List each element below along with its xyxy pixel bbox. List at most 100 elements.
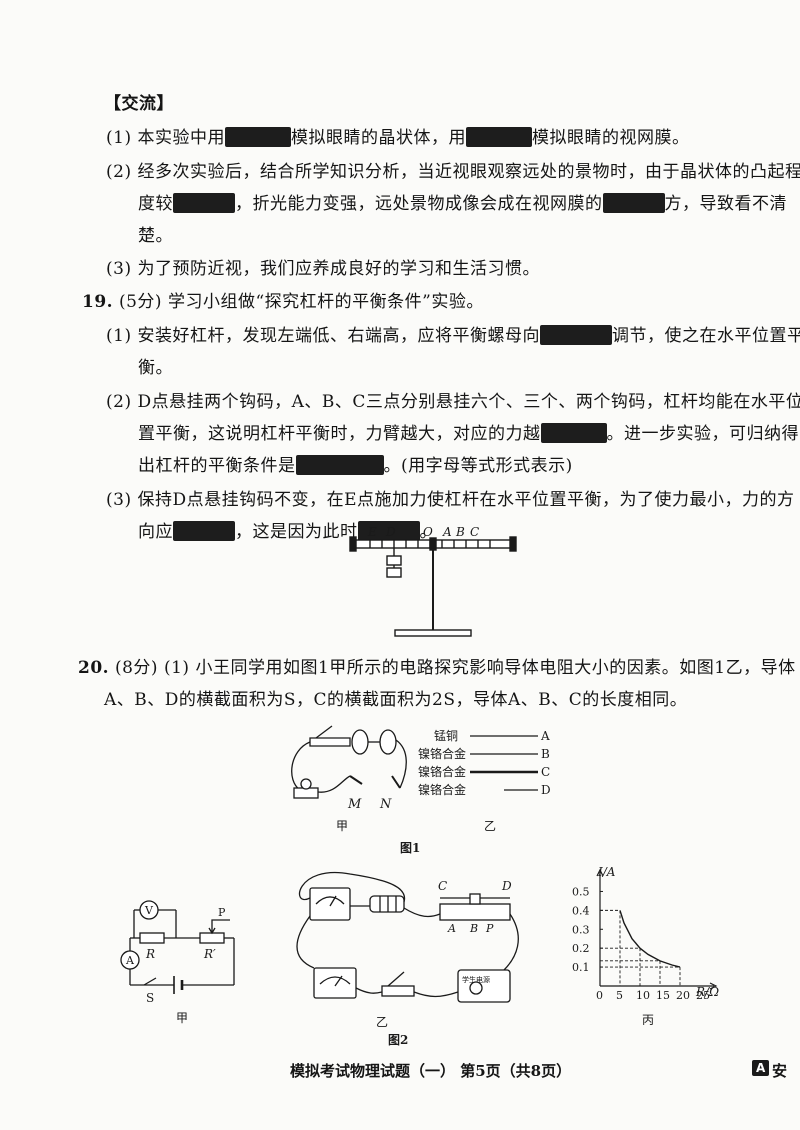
question-number: 19. xyxy=(82,292,114,312)
rheostat xyxy=(199,932,225,944)
exchange-q1: (1) 本实验中用模拟眼睛的晶状体，用模拟眼睛的视网膜。 xyxy=(106,126,689,150)
battery xyxy=(351,729,369,755)
wire-tag: D xyxy=(541,783,551,797)
hook-weight xyxy=(386,555,402,566)
q19-p1: (1) 安装好杠杆，发现左端低、右端高，应将平衡螺母向 调节，使之在水平位置平 xyxy=(106,324,800,348)
chart-y-tick: 0.4 xyxy=(572,904,590,917)
q2-text-d: 方，导致看不清 xyxy=(664,194,787,214)
ammeter-icon xyxy=(120,950,140,970)
switch-label: S xyxy=(146,991,154,1005)
chart-x-tick: 0 xyxy=(596,989,603,1002)
answer-blank[interactable] xyxy=(173,521,235,541)
figure-2-yi: C D A B P 学生电源 乙 图2 xyxy=(296,871,519,1047)
q20-text-1: (8分) (1) 小王同学用如图1甲所示的电路探究影响导体电阻大小的因素。如图1… xyxy=(114,658,796,678)
q19-p3-d: 。 xyxy=(419,522,437,542)
answer-blank[interactable] xyxy=(540,423,607,443)
chart-y-arrow xyxy=(596,868,604,877)
q19-p1-a: (1) 安装好杠杆，发现左端低、右端高，应将平衡螺母向 xyxy=(106,326,540,346)
q20-line1: 20. (8分) (1) 小王同学用如图1甲所示的电路探究影响导体电阻大小的因素… xyxy=(78,656,796,680)
lever-label: E xyxy=(367,525,377,539)
lever-label: O xyxy=(423,525,433,539)
footer-badge: A xyxy=(752,1060,770,1076)
q19-p3-c: ，这是因为此时 xyxy=(235,522,358,542)
q2-text-b: 度较 xyxy=(138,194,173,214)
chart-x-tick: 10 xyxy=(636,989,650,1002)
wire-tag: C xyxy=(541,765,550,779)
answer-blank[interactable] xyxy=(173,193,235,213)
wire-material: 镍铬合金 xyxy=(418,782,466,797)
footer-text: 模拟考试物理试题（一） 第5页（共8页） xyxy=(290,1062,572,1080)
figure-caption: 图2 xyxy=(388,1033,408,1047)
voltmeter-label: V xyxy=(144,904,154,917)
answer-blank[interactable] xyxy=(357,521,420,541)
switch-device xyxy=(381,985,415,997)
q1-text-c: 模拟眼睛的视网膜。 xyxy=(531,128,690,148)
question-number: 20. xyxy=(78,658,110,678)
bulb-icon xyxy=(300,778,312,790)
voltmeter-icon xyxy=(139,900,159,920)
figure-caption: 图1 xyxy=(400,841,420,855)
chart-curve xyxy=(619,910,681,968)
answer-blank[interactable] xyxy=(295,455,384,475)
rheostat-terminal-d: D xyxy=(501,879,512,893)
q19-p1-b: 调节，使之在水平位置平 xyxy=(611,326,800,346)
q1-text-b: 模拟眼睛的晶状体，用 xyxy=(290,128,466,148)
chart-y-tick: 0.5 xyxy=(572,885,590,898)
chart-x-tick: 5 xyxy=(616,989,623,1002)
q19-p3-b: 向应 xyxy=(138,522,173,542)
answer-blank[interactable] xyxy=(602,193,665,213)
switch xyxy=(309,737,351,747)
subfig-label-yi: 乙 xyxy=(484,819,496,833)
balance-nut-right xyxy=(509,536,517,552)
q19-p2-b: 置平衡，这说明杠杆平衡时，力臂越大，对应的力越 xyxy=(138,424,541,444)
q19-title: (5分) 学习小组做“探究杠杆的平衡条件”实验。 xyxy=(118,292,484,312)
figure-2-jia: V A R R′ P S 甲 xyxy=(120,900,235,1025)
lever-figure: E D O A B C xyxy=(349,525,517,637)
rheostat-terminal-b: B xyxy=(469,922,478,935)
chart-x-tick: 20 xyxy=(676,989,690,1002)
rheostat-terminal-c: C xyxy=(438,879,447,893)
exchange-heading: 【交流】 xyxy=(104,94,174,114)
lever-label: B xyxy=(455,525,465,539)
stand-base xyxy=(394,629,472,637)
q19-p2-c: 。进一步实验，可归纳得 xyxy=(606,424,799,444)
resistor-label: R xyxy=(145,947,155,961)
power-supply xyxy=(457,969,511,1003)
rheostat-terminal-a: A xyxy=(447,922,456,935)
clip-label-m: M xyxy=(347,797,362,812)
q20-line2: A、B、D的横截面积为S，C的横截面积为2S，导体A、B、C的长度相同。 xyxy=(104,690,688,710)
lever-label: D xyxy=(385,525,396,539)
lever-label: C xyxy=(470,525,479,539)
subfig-label-bing: 丙 xyxy=(642,1013,654,1027)
ammeter-label: A xyxy=(125,954,135,967)
hook-weight xyxy=(386,567,402,578)
q19-p1-cont: 衡。 xyxy=(138,358,173,378)
q2-text-c: ，折光能力变强，远处景物成像会成在视网膜的 xyxy=(235,194,603,214)
exchange-q3: (3) 为了预防近视，我们应养成良好的学习和生活习惯。 xyxy=(106,259,540,279)
q19-header: 19. (5分) 学习小组做“探究杠杆的平衡条件”实验。 xyxy=(82,290,484,314)
chart-x-arrow xyxy=(709,982,718,990)
q19-p2-d: 出杠杆的平衡条件是 xyxy=(138,456,296,476)
slider-label: P xyxy=(218,906,226,919)
balance-nut-left xyxy=(349,536,357,552)
q19-p2-line1: (2) D点悬挂两个钩码，A、B、C三点分别悬挂六个、三个、两个钩码，杠杆均能在… xyxy=(106,392,800,412)
subfig-label-jia: 甲 xyxy=(336,819,348,833)
exchange-q2-line1: (2) 经多次实验后，结合所学知识分析，当近视眼观察远处的景物时，由于晶状体的凸… xyxy=(106,162,800,182)
q19-p2-line2: 置平衡，这说明杠杆平衡时，力臂越大，对应的力越 。进一步实验，可归纳得 xyxy=(138,422,799,446)
battery xyxy=(379,729,397,755)
wire-material: 镍铬合金 xyxy=(418,746,466,761)
chart-x-tick: 25 xyxy=(696,989,710,1002)
answer-blank[interactable] xyxy=(539,325,612,345)
exchange-q2-line3: 楚。 xyxy=(138,226,173,246)
chart-ylabel: I/A xyxy=(597,865,616,879)
q19-p2-e: 。(用字母等式形式表示) xyxy=(383,456,573,476)
wire-tag: A xyxy=(540,729,550,743)
answer-blank[interactable] xyxy=(224,127,291,147)
wire-material: 锰铜 xyxy=(434,728,458,743)
coil-resistor xyxy=(369,895,405,913)
answer-blank[interactable] xyxy=(465,127,532,147)
footer-side-char: 安 xyxy=(772,1062,788,1080)
wire-tag: B xyxy=(541,747,550,761)
rheostat-label: R′ xyxy=(203,947,216,961)
